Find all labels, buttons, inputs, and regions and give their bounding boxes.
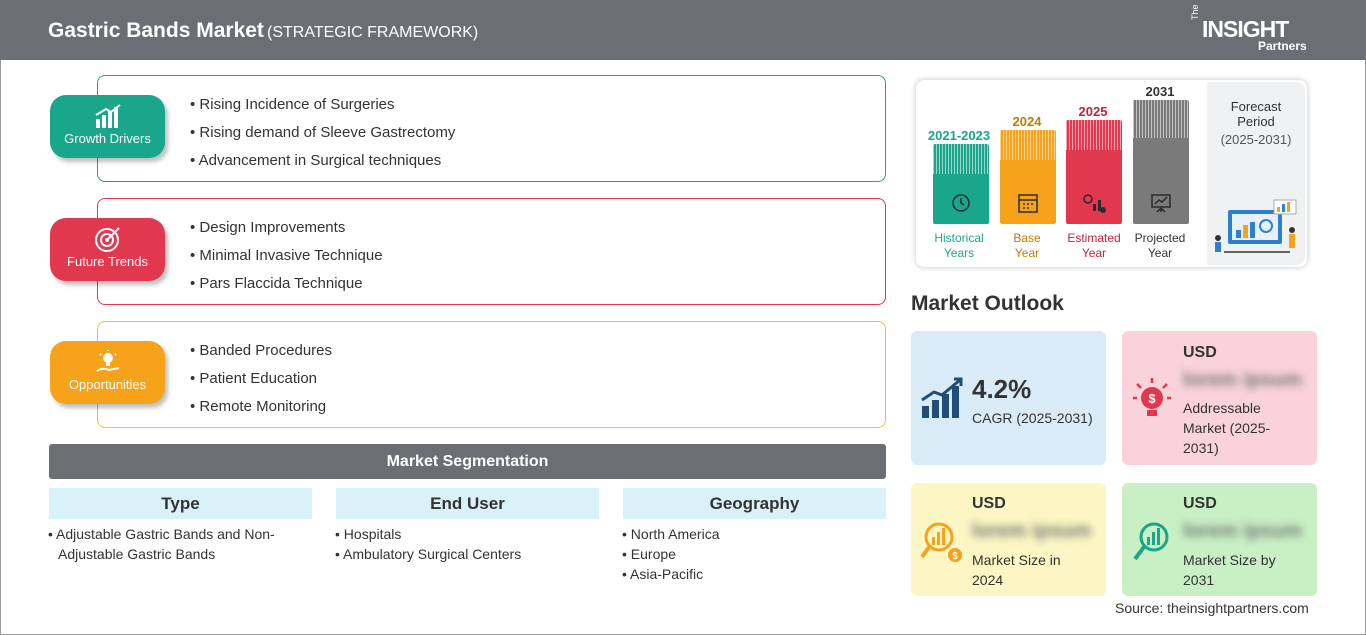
segment-list-end-user: Hospitals Ambulatory Surgical Centers [334,524,589,564]
page-title: Gastric Bands Market [48,19,264,42]
size-2024-value: lorem ipsum [972,520,1091,542]
label-estimated: Estimated Year [1059,231,1129,261]
opportunities-badge: Opportunities [50,341,165,404]
page-subtitle: (STRATEGIC FRAMEWORK) [267,24,479,41]
market-size-2024-card: $ USD lorem ipsum Market Size in 2024 [911,483,1106,596]
label-line1: Estimated [1067,231,1121,245]
segmentation-title: Market Segmentation [49,444,886,479]
year-estimated: 2025 [1078,104,1108,119]
list-item: Rising demand of Sleeve Gastrectomy [190,124,455,152]
market-size-2031-card: USD lorem ipsum Market Size by 2031 [1122,483,1317,596]
addressable-label: Addressable Market (2025-2031) [1183,400,1271,456]
list-item: North America [621,524,876,544]
addressable-value: lorem ipsum [1183,369,1302,391]
year-historical: 2021-2023 [927,128,991,143]
label-line2: Year [1147,246,1173,260]
bar-estimated [1066,120,1122,224]
market-outlook-title: Market Outlook [911,292,1064,315]
label-base: Base Year [992,231,1062,261]
list-item: Advancement in Surgical techniques [190,152,455,180]
growth-drivers-badge: Growth Drivers [50,95,165,158]
history-icon [952,194,970,212]
list-item: Design Improvements [190,219,383,247]
label-line2: Year [1081,246,1107,260]
bar-chart-icon [94,104,121,128]
bar-base [1000,130,1056,224]
forecast-title: Forecast Period [1230,99,1282,129]
size-2031-usd: USD [1183,495,1217,512]
future-trends-box: Design Improvements Minimal Invasive Tec… [97,198,886,305]
label-line1: Base [1013,231,1041,245]
label-line2: Year [1014,246,1040,260]
year-base: 2024 [1012,114,1042,129]
cagr-label: CAGR (2025-2031) [972,410,1093,426]
segment-head-end-user: End User [336,488,599,519]
source-text[interactable]: Source: theinsightpartners.com [1115,600,1309,616]
badge-label: Opportunities [68,377,147,392]
segment-list-type: Adjustable Gastric Bands and Non-Adjusta… [47,524,302,564]
logo-the: The [1190,4,1200,20]
logo-partners: Partners [1258,39,1307,53]
target-icon [94,227,120,252]
bar-historical [933,144,989,224]
cagr-card: 4.2% CAGR (2025-2031) [911,331,1106,465]
gear-chart-icon [1083,194,1106,213]
svg-text:$: $ [952,551,958,562]
segment-head-type: Type [49,488,312,519]
future-trends-badge: Future Trends [50,218,165,281]
label-line1: Historical [934,231,984,245]
calendar-icon [1018,194,1038,213]
label-projected: Projected Year [1125,231,1195,261]
svg-text:$: $ [1148,391,1156,406]
lightbulb-hand-icon [95,350,119,372]
analytics-illustration-icon [1215,199,1297,253]
insight-partners-logo[interactable]: The INSIGHT Partners [1190,4,1320,54]
badge-label: Growth Drivers [64,131,151,146]
list-item: Rising Incidence of Surgeries [190,96,455,124]
list-item: Banded Procedures [190,342,332,370]
label-line1: Projected [1134,231,1186,245]
cagr-value: 4.2% [972,374,1032,404]
addressable-usd: USD [1183,344,1217,361]
growth-drivers-box: Rising Incidence of Surgeries Rising dem… [97,75,886,182]
segment-head-geography: Geography [623,488,886,519]
list-item: Patient Education [190,370,332,398]
badge-label: Future Trends [67,254,148,269]
list-item: Remote Monitoring [190,398,332,426]
forecast-period: (2025-2031) [1220,132,1292,147]
presentation-icon [1151,194,1171,213]
list-item: Europe [621,544,876,564]
size-2024-usd: USD [972,495,1006,512]
magnifier-growth-icon [1133,522,1169,561]
list-item: Hospitals [334,524,589,544]
list-item: Asia-Pacific [621,564,876,584]
logo-insight: INSIGHT [1202,16,1289,42]
header-bar: Gastric Bands Market (STRATEGIC FRAMEWOR… [0,0,1366,60]
opportunities-box: Banded Procedures Patient Education Remo… [97,321,886,428]
addressable-market-card: $ USD lorem ipsum Addressable Market (20… [1122,331,1317,465]
idea-dollar-icon: $ [1133,378,1171,416]
list-item: Adjustable Gastric Bands and Non-Adjusta… [47,524,302,564]
bar-projected [1133,100,1189,224]
label-line2: Years [943,246,975,260]
size-2031-value: lorem ipsum [1183,520,1302,542]
year-projected: 2031 [1145,84,1175,99]
list-item: Minimal Invasive Technique [190,247,382,275]
list-item: Pars Flaccida Technique [190,275,383,303]
size-2031-label: Market Size by 2031 [1183,552,1276,588]
size-2024-label: Market Size in 2024 [972,552,1061,588]
list-item: Ambulatory Surgical Centers [334,544,589,564]
segment-list-geography: North America Europe Asia-Pacific [621,524,876,584]
growth-chart-icon [921,377,963,418]
magnifier-chart-icon: $ [920,522,962,562]
label-historical: Historical Years [924,231,994,261]
